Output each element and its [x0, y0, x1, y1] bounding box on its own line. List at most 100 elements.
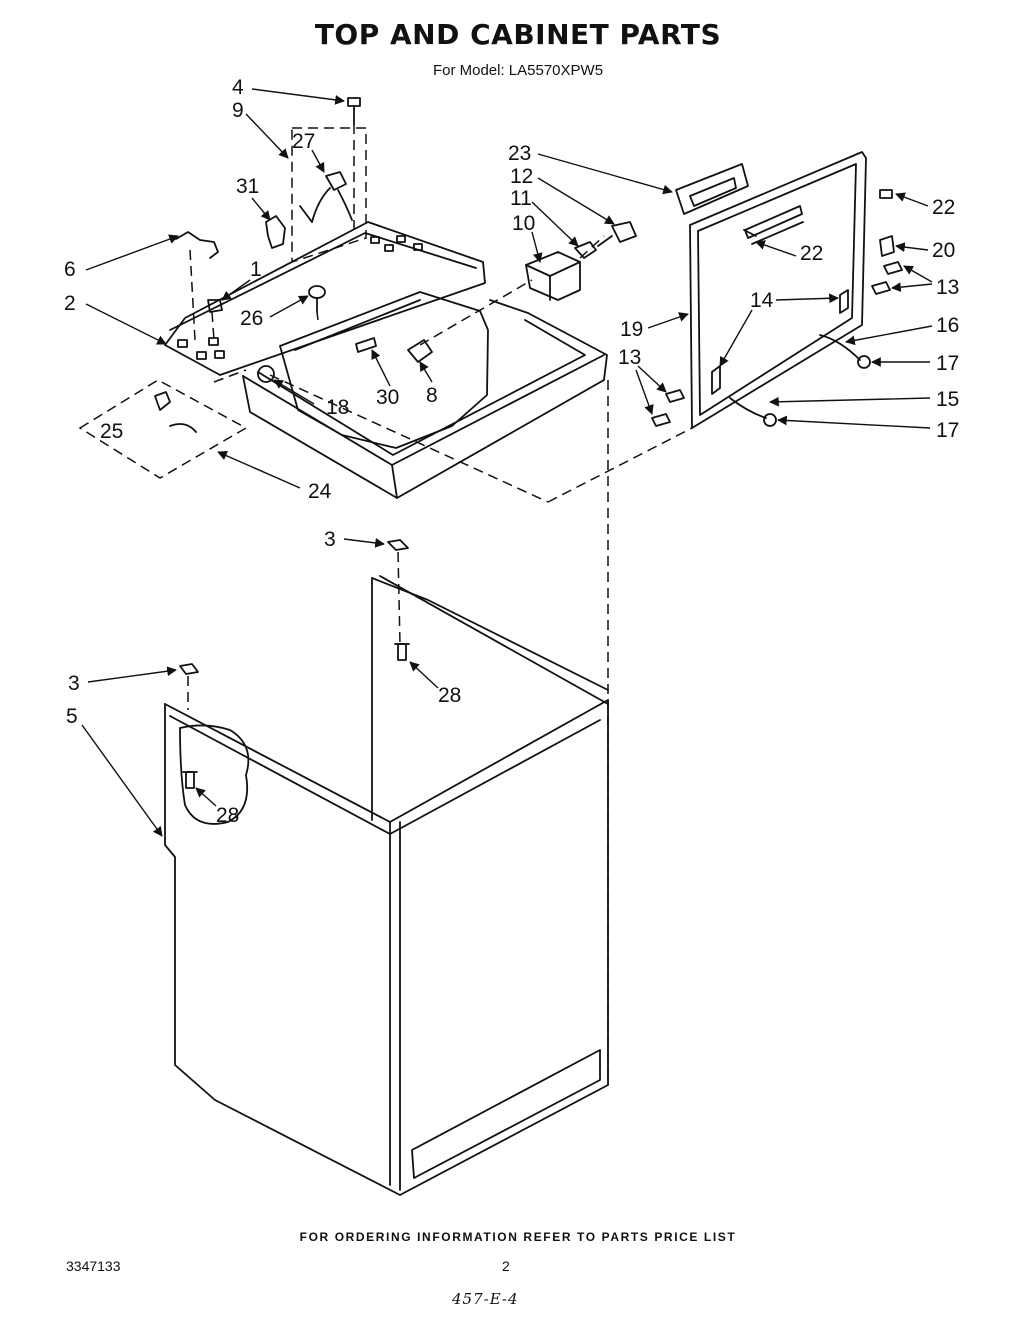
callout-14: 14	[750, 289, 774, 312]
part-hinge-bracket	[175, 231, 219, 259]
leader-30	[371, 349, 391, 387]
part-plug-8	[407, 339, 433, 363]
callout-12: 12	[510, 165, 533, 188]
part-switch-10	[525, 251, 581, 301]
part-switch-25	[154, 391, 197, 433]
leader-13-right-b	[891, 282, 933, 292]
part-harness-12	[597, 221, 637, 247]
callout-3-upper: 3	[324, 528, 336, 551]
dashed-box-wiring-9	[291, 127, 367, 264]
leader-5	[81, 724, 163, 837]
part-badge-23	[675, 163, 749, 215]
callout-28-lower: 28	[216, 804, 239, 827]
cabinet-body	[164, 575, 609, 1196]
callout-26: 26	[240, 307, 263, 330]
leader-13-left-b	[635, 369, 654, 415]
callout-13-left: 13	[618, 346, 641, 369]
callout-23: 23	[508, 142, 531, 165]
callout-30: 30	[376, 386, 399, 409]
callout-27: 27	[292, 130, 315, 153]
leader-3-upper	[343, 538, 385, 548]
leader-4	[251, 88, 345, 105]
leader-15	[769, 396, 931, 407]
leader-3-lower	[87, 666, 177, 683]
part-screw-28-lower	[182, 771, 198, 789]
part-bushing-18	[257, 365, 275, 383]
part-clip-11	[574, 241, 597, 259]
leader-28-upper	[409, 661, 439, 689]
callout-22-inner: 22	[800, 242, 823, 265]
document-number: 3347133	[66, 1258, 121, 1274]
leader-14-a	[775, 293, 839, 304]
callout-24: 24	[308, 480, 332, 503]
part-screws-13-left	[651, 389, 685, 427]
part-bracket-31	[265, 215, 286, 249]
leader-12	[537, 177, 615, 225]
part-screw-22-top	[879, 189, 893, 199]
leader-24	[217, 451, 301, 489]
part-nut-1	[207, 299, 223, 313]
callout-9: 9	[232, 99, 244, 122]
leader-28-lower	[195, 787, 217, 807]
part-cord-16	[819, 334, 871, 369]
leader-16	[845, 325, 933, 346]
dashed-line-switch	[419, 279, 533, 346]
part-screw-4	[347, 97, 361, 125]
part-screw-26	[308, 285, 326, 313]
leader-10	[531, 231, 543, 263]
dashed-line-top-to-back	[269, 374, 549, 503]
leader-26	[269, 295, 309, 318]
washer-top-panel	[164, 221, 608, 499]
callout-8: 8	[426, 384, 438, 407]
part-pin-30	[355, 337, 377, 353]
console-back-panel	[689, 151, 867, 429]
part-screw-22-inner	[743, 229, 757, 237]
callout-10: 10	[512, 212, 535, 235]
leader-22-top	[895, 192, 929, 207]
leader-13-left-a	[637, 365, 667, 393]
callout-17-lower: 17	[936, 419, 959, 442]
leader-19	[647, 312, 689, 329]
dashed-line-parts-12	[579, 235, 605, 259]
page-number: 2	[502, 1258, 510, 1274]
leader-22-inner	[755, 240, 797, 257]
dashed-line-hinge	[189, 249, 196, 341]
dashed-line-clip-3-upper	[397, 551, 401, 645]
leader-20	[895, 242, 929, 252]
leader-23	[537, 153, 673, 195]
part-clip-20	[879, 235, 895, 257]
leader-2	[85, 303, 167, 345]
callout-25: 25	[100, 420, 123, 443]
part-cord-15	[729, 397, 777, 427]
callout-11: 11	[510, 187, 532, 210]
leader-14-b	[719, 309, 753, 367]
dashed-line-switch-24	[213, 369, 247, 383]
leader-27	[311, 149, 325, 173]
dashed-line-nut-1	[211, 311, 215, 341]
callout-5: 5	[66, 705, 78, 728]
callout-2: 2	[64, 292, 76, 315]
leader-1	[221, 279, 251, 301]
callout-18: 18	[326, 396, 349, 419]
callout-19: 19	[620, 318, 643, 341]
leader-9	[245, 113, 289, 159]
callout-22-top: 22	[932, 196, 955, 219]
leader-18	[273, 379, 315, 405]
dashed-box-switch-24	[78, 379, 248, 479]
callout-16: 16	[936, 314, 959, 337]
ordering-footer-note: FOR ORDERING INFORMATION REFER TO PARTS …	[299, 1230, 737, 1244]
handwritten-note: 457-E-4	[452, 1290, 519, 1308]
model-subtitle: For Model: LA5570XPW5	[432, 62, 604, 79]
leader-11	[531, 201, 579, 247]
callout-3-lower: 3	[68, 672, 80, 695]
dashed-line-back-panel	[547, 427, 693, 503]
callout-31: 31	[236, 175, 259, 198]
part-screws-13-right	[871, 261, 903, 295]
callout-13-right: 13	[936, 276, 959, 299]
callout-1: 1	[250, 258, 262, 281]
callout-17-upper: 17	[936, 352, 959, 375]
callout-6: 6	[64, 258, 76, 281]
leader-6	[85, 234, 179, 271]
leader-17-lower	[777, 415, 931, 429]
